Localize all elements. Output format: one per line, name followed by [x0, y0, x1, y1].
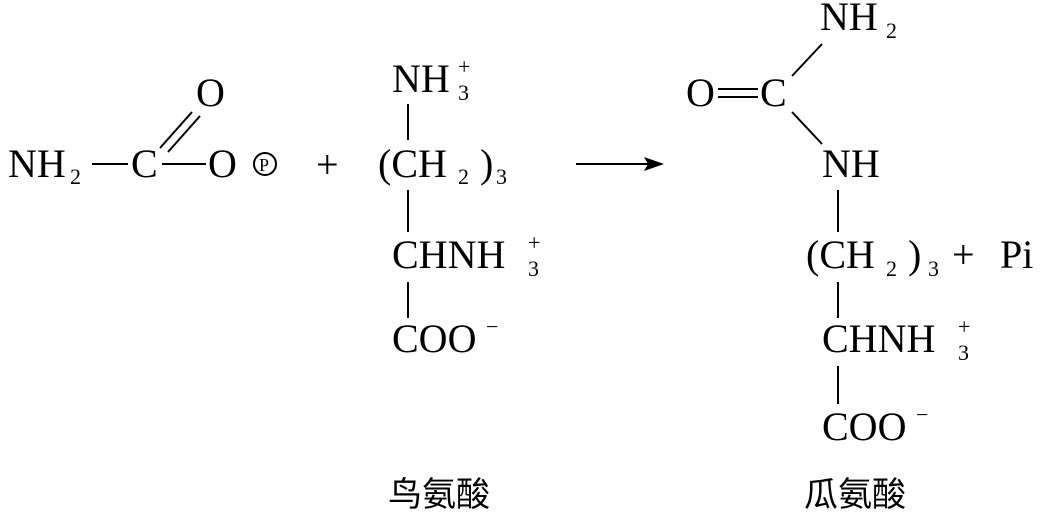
cit-ch2-count: 3 — [928, 256, 939, 281]
orn-coo-charge: − — [486, 314, 498, 339]
orn-nh3-label: NH — [392, 56, 450, 101]
orn-ch2-subscript: 2 — [458, 164, 469, 189]
orn-chnh3-subscript: 3 — [528, 256, 539, 281]
ornithine-caption: 鸟氨酸 — [388, 475, 490, 515]
cit-coo-label: COO — [822, 404, 906, 449]
cit-c-n-upper-bond — [791, 43, 823, 77]
cp-carbonyl-oxygen: O — [196, 70, 225, 115]
orn-nh3-subscript: 3 — [458, 80, 469, 105]
cit-carbonyl-oxygen: O — [686, 70, 715, 115]
cit-chnh3-charge: + — [958, 314, 970, 339]
reaction-arrow — [576, 157, 664, 171]
cit-ch2-subscript: 2 — [886, 256, 897, 281]
cp-nh2-label: NH — [8, 141, 66, 186]
ornithine-structure: NH 3 + (CH 2 ) 3 CHNH 3 + COO − 鸟氨酸 — [378, 54, 540, 515]
cit-carbon-label: C — [760, 70, 787, 115]
orn-coo-label: COO — [392, 316, 476, 361]
cp-c-o-double-bond-b — [167, 115, 201, 153]
citrulline-caption: 瓜氨酸 — [804, 475, 906, 515]
carbamoyl-phosphate: NH 2 C O O P — [8, 70, 277, 189]
cit-coo-charge: − — [916, 402, 928, 427]
orn-ch2-label: (CH — [378, 141, 447, 186]
phosphate-circle-icon — [253, 152, 277, 176]
arrow-head-icon — [644, 157, 664, 171]
orn-nh3-charge: + — [458, 54, 470, 79]
citrulline-structure: NH 2 O C NH (CH 2 ) 3 CHNH 3 + COO − 瓜氨酸 — [686, 0, 970, 515]
cit-nh-label: NH — [822, 141, 880, 186]
inorganic-phosphate-label: Pi — [1000, 232, 1033, 277]
cp-ester-oxygen: O — [208, 141, 237, 186]
orn-ch2-close: ) — [480, 141, 493, 186]
cit-chnh3-subscript: 3 — [958, 340, 969, 365]
cit-c-n-lower-bond — [791, 111, 823, 145]
cit-ch2-label: (CH — [806, 232, 875, 277]
cit-nh2-label: NH — [820, 0, 878, 39]
cp-carbon-label: C — [131, 141, 158, 186]
cp-c-o-double-bond-a — [159, 111, 193, 149]
cit-chnh3-label: CHNH — [822, 316, 935, 361]
cp-nh2-subscript: 2 — [70, 164, 81, 189]
orn-chnh3-label: CHNH — [392, 232, 505, 277]
cit-ch2-close: ) — [908, 232, 921, 277]
orn-ch2-count: 3 — [496, 164, 507, 189]
product-plus-sign: + — [952, 232, 975, 277]
phosphate-symbol: P — [259, 155, 269, 175]
reactant-plus-sign: + — [316, 142, 339, 187]
orn-chnh3-charge: + — [528, 230, 540, 255]
cit-nh2-subscript: 2 — [886, 18, 897, 43]
